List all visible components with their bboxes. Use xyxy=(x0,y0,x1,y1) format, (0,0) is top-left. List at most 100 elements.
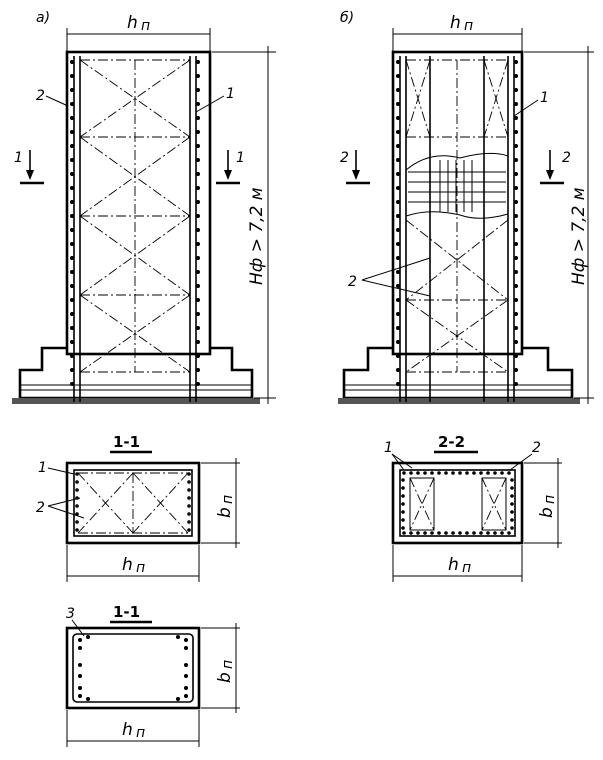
rebar-dot xyxy=(514,340,518,344)
svg-text:2: 2 xyxy=(562,150,571,166)
view-b-elevation: б) h п xyxy=(338,10,594,404)
rebar-dot xyxy=(514,312,518,316)
rebar-dot xyxy=(187,528,191,532)
cut-mark-1-left: 1 xyxy=(14,150,44,185)
rebar-dot xyxy=(187,520,191,524)
rebar-dot xyxy=(70,130,74,134)
rebar-dot xyxy=(196,368,200,372)
rebar-dot xyxy=(416,471,420,475)
view-a-elevation: a) h п xyxy=(12,10,276,404)
rebar-dot xyxy=(86,697,90,701)
rebar-dot xyxy=(401,510,405,514)
rebar-dot xyxy=(78,694,82,698)
rebar-dot xyxy=(196,256,200,260)
rebar-dot xyxy=(458,531,462,535)
rebar-dot xyxy=(75,472,79,476)
rebar-dot xyxy=(514,382,518,386)
rebar-dot xyxy=(396,284,400,288)
rebar-dot xyxy=(514,256,518,260)
rebar-dot xyxy=(78,663,82,667)
rebar-dot xyxy=(510,494,514,498)
rebar-dot xyxy=(70,270,74,274)
rebar-dot xyxy=(187,496,191,500)
rebar-dot xyxy=(409,531,413,535)
section-2-2-bn-dimension: b п xyxy=(524,458,562,548)
rebar-dot xyxy=(396,312,400,316)
section-2-2-hn-dimension: h п xyxy=(392,545,523,582)
svg-text:п: п xyxy=(464,18,473,34)
rebar-dot xyxy=(396,116,400,120)
rebar-dot xyxy=(196,74,200,78)
svg-text:1-1: 1-1 xyxy=(113,603,140,621)
rebar-dot xyxy=(507,471,511,475)
rebar-dot xyxy=(486,471,490,475)
rebar-dot xyxy=(396,60,400,64)
rebar-dot xyxy=(451,531,455,535)
rebar-dot xyxy=(514,214,518,218)
svg-text:2-2: 2-2 xyxy=(438,433,465,451)
rebar-dot xyxy=(196,144,200,148)
rebar-dot xyxy=(196,158,200,162)
rebar-dot xyxy=(70,284,74,288)
rebar-dot xyxy=(510,510,514,514)
svg-text:1: 1 xyxy=(236,150,245,166)
svg-text:b: b xyxy=(215,507,235,518)
rebar-dot xyxy=(70,158,74,162)
rebar-dot xyxy=(514,228,518,232)
svg-text:п: п xyxy=(542,495,558,504)
section-1-1-bn-dimension: b п xyxy=(201,458,240,548)
rebar-dot xyxy=(430,531,434,535)
rebar-dot xyxy=(510,518,514,522)
rebar-dot xyxy=(514,368,518,372)
rebar-dot xyxy=(396,102,400,106)
view-a-label: a) xyxy=(36,10,50,26)
rebar-dot xyxy=(196,200,200,204)
rebar-dot xyxy=(75,528,79,532)
view-a-hn-dimension: h п xyxy=(66,13,211,52)
svg-text:b: b xyxy=(215,672,235,683)
rebar-dot xyxy=(514,284,518,288)
rebar-dot xyxy=(70,144,74,148)
cut-mark-2-left: 2 xyxy=(340,150,370,185)
view-a-bracing xyxy=(79,59,191,373)
section-1-1-hn-dimension: h п xyxy=(66,545,200,582)
rebar-dot xyxy=(514,144,518,148)
svg-text:п: п xyxy=(220,660,236,669)
rebar-dot xyxy=(401,526,405,530)
callout-3: 3 xyxy=(66,606,75,622)
rebar-dot xyxy=(451,471,455,475)
rebar-dot xyxy=(479,471,483,475)
rebar-dot xyxy=(444,531,448,535)
rebar-dot xyxy=(70,340,74,344)
svg-text:Hф > 7,2 м: Hф > 7,2 м xyxy=(569,187,589,285)
rebar-dot xyxy=(401,478,405,482)
rebar-dot xyxy=(514,200,518,204)
view-a-height-dimension: Hф > 7,2 м xyxy=(212,46,276,404)
rebar-dot xyxy=(401,486,405,490)
rebar-dot xyxy=(401,502,405,506)
view-b-height-dimension: Hф > 7,2 м xyxy=(524,46,594,404)
rebar-dot xyxy=(465,531,469,535)
rebar-dot xyxy=(396,242,400,246)
rebar-dot xyxy=(196,298,200,302)
rebar-dot xyxy=(70,242,74,246)
rebar-dot xyxy=(409,471,413,475)
rebar-dot xyxy=(396,368,400,372)
rebar-dot xyxy=(514,172,518,176)
svg-text:h: h xyxy=(122,720,133,740)
rebar-dot xyxy=(500,471,504,475)
rebar-dot xyxy=(514,326,518,330)
rebar-dot xyxy=(86,635,90,639)
rebar-dot xyxy=(514,186,518,190)
rebar-dot xyxy=(514,242,518,246)
rebar-dot xyxy=(196,270,200,274)
callout-1-s2: 1 xyxy=(384,440,393,456)
rebar-dot xyxy=(187,512,191,516)
svg-text:п: п xyxy=(220,495,236,504)
view-b-cutaway xyxy=(405,152,509,219)
rebar-dot xyxy=(70,214,74,218)
rebar-dot xyxy=(70,200,74,204)
rebar-dot xyxy=(78,674,82,678)
rebar-dot xyxy=(396,172,400,176)
rebar-dot xyxy=(70,228,74,232)
